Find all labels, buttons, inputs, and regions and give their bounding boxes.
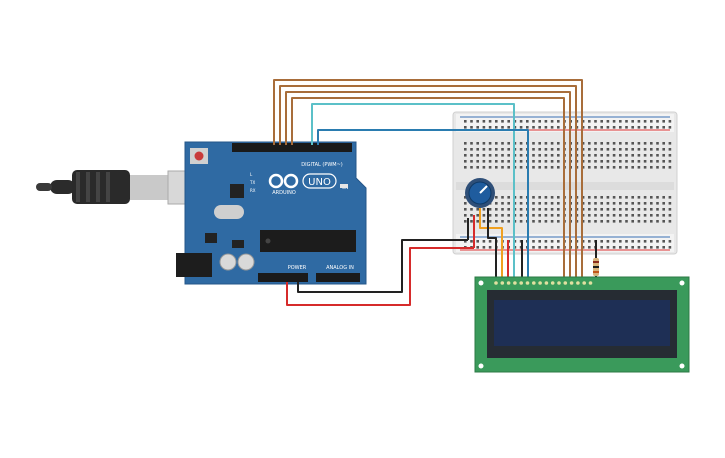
rx-label: RX: [250, 188, 256, 193]
lcd-pin-header[interactable]: [494, 281, 593, 285]
digital-header[interactable]: [232, 143, 352, 152]
l-led-label: L: [250, 172, 253, 177]
power-jack[interactable]: [176, 253, 212, 277]
analog-in-label: ANALOG IN: [326, 265, 354, 271]
lcd-screen: [494, 300, 670, 346]
wire-brown-2[interactable]: [279, 85, 577, 282]
power-header[interactable]: [258, 273, 308, 282]
wire-red[interactable]: [286, 247, 474, 306]
lcd-module[interactable]: [474, 276, 690, 373]
usb-cable[interactable]: [36, 170, 209, 205]
potentiometer[interactable]: [465, 178, 495, 208]
arduino-logo-text: ARDUINO: [272, 190, 296, 196]
wire-blue[interactable]: [317, 129, 529, 282]
wire-brown-1[interactable]: [273, 79, 583, 282]
breadboard-holes[interactable]: [464, 120, 672, 249]
power-label: POWER: [288, 265, 307, 271]
wire-orange[interactable]: [479, 208, 503, 282]
wire-cyan[interactable]: [311, 103, 515, 282]
digital-pwm-label: DIGITAL (PWM~): [301, 162, 343, 168]
wire-brown-4[interactable]: [291, 97, 565, 282]
wire-black[interactable]: [297, 239, 468, 293]
resistor[interactable]: [593, 258, 599, 276]
analog-header[interactable]: [316, 273, 360, 282]
tx-label: TX: [249, 180, 255, 185]
atmega-chip: [260, 230, 356, 252]
reset-button[interactable]: [194, 151, 204, 161]
arduino-logo: [268, 173, 299, 189]
arduino-uno-board[interactable]: ARDUINO UNO DIGITAL (PWM~) POWER ANALOG …: [176, 141, 367, 285]
wires: [273, 79, 597, 306]
uno-model-text: UNO: [308, 177, 331, 188]
wire-brown-3[interactable]: [285, 91, 571, 282]
